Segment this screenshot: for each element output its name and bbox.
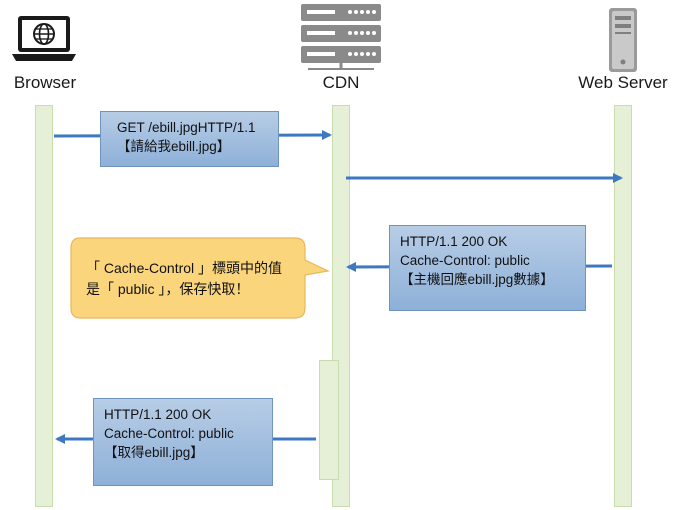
web-server-tower-icon [605, 6, 641, 74]
origin-response-line-1: HTTP/1.1 200 OK [400, 234, 508, 249]
cdn-server-rack-icon [298, 2, 384, 72]
cdn-response-line-1: HTTP/1.1 200 OK [104, 407, 212, 422]
callout-line-2: 是「 public 」，保存快取！ [86, 281, 250, 297]
request-line-1: GET /ebill.jpgHTTP/1.1 [117, 120, 256, 135]
origin-response-line-3: 【主機回應ebill.jpg數據】 [400, 272, 554, 287]
cdn-label: CDN [322, 73, 360, 92]
cache-callout [70, 237, 332, 319]
origin-response-line-2: Cache-Control: public [400, 253, 530, 268]
request-message: GET /ebill.jpgHTTP/1.1 【請給我ebill.jpg】 [100, 111, 279, 167]
origin-response-message: HTTP/1.1 200 OK Cache-Control: public 【主… [389, 225, 586, 311]
browser-label: Browser [13, 73, 77, 92]
web-server-label: Web Server [578, 73, 668, 92]
cdn-response-message: HTTP/1.1 200 OK Cache-Control: public 【取… [93, 398, 273, 486]
browser-lifeline [35, 105, 53, 507]
browser-laptop-icon [12, 14, 76, 64]
cdn-response-line-3: 【取得ebill.jpg】 [104, 445, 204, 460]
request-line-2: 【請給我ebill.jpg】 [117, 139, 231, 154]
cdn-response-line-2: Cache-Control: public [104, 426, 234, 441]
web-server-lifeline [614, 105, 632, 507]
callout-line-1: 「 Cache-Control 」標頭中的值 [86, 260, 283, 276]
cdn-cache-activation [319, 360, 339, 480]
